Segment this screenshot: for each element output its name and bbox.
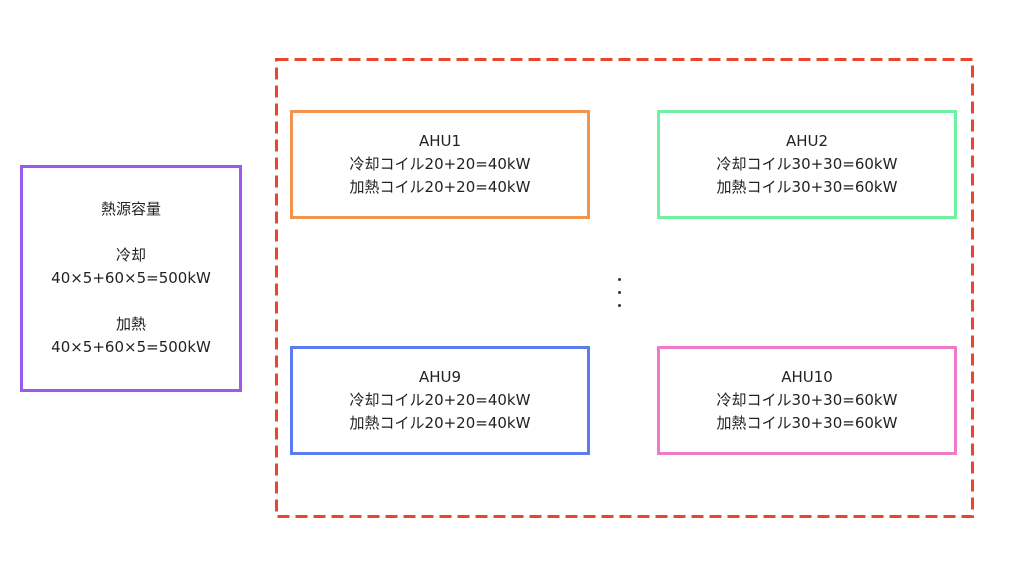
ellipsis-dot (617, 291, 621, 294)
ahu-group-container (275, 58, 974, 518)
ahu-cooling-coil: 冷却コイル30+30=60kW (716, 391, 898, 409)
ahu-name: AHU10 (781, 368, 833, 386)
cooling-label: 冷却 (115, 246, 146, 264)
ahu-cooling-coil: 冷却コイル20+20=40kW (349, 155, 531, 173)
ahu-name: AHU2 (785, 132, 829, 150)
heating-capacity-formula: 40×5+60×5=500kW (51, 338, 211, 356)
ahu-heating-coil: 加熱コイル20+20=40kW (349, 414, 531, 432)
cooling-capacity-formula: 40×5+60×5=500kW (51, 269, 211, 287)
ahu-heating-coil: 加熱コイル20+20=40kW (349, 178, 531, 196)
ahu-box-ahu2: AHU2 冷却コイル30+30=60kW 加熱コイル30+30=60kW (657, 110, 957, 219)
ahu-heating-coil: 加熱コイル30+30=60kW (716, 178, 898, 196)
ahu-box-ahu10: AHU10 冷却コイル30+30=60kW 加熱コイル30+30=60kW (657, 346, 957, 455)
ahu-box-ahu1: AHU1 冷却コイル20+20=40kW 加熱コイル20+20=40kW (290, 110, 590, 219)
ahu-name: AHU1 (418, 132, 462, 150)
ellipsis-dot (617, 278, 621, 281)
heat-source-title: 熱源容量 (100, 200, 161, 218)
heat-source-capacity-box: 熱源容量 冷却 40×5+60×5=500kW 加熱 40×5+60×5=500… (20, 165, 242, 392)
ahu-cooling-coil: 冷却コイル20+20=40kW (349, 391, 531, 409)
heating-label: 加熱 (115, 315, 146, 333)
ahu-group-dashed-border (275, 58, 974, 518)
ellipsis-dot (617, 304, 621, 307)
vertical-ellipsis (614, 278, 624, 317)
ahu-box-ahu9: AHU9 冷却コイル20+20=40kW 加熱コイル20+20=40kW (290, 346, 590, 455)
ahu-cooling-coil: 冷却コイル30+30=60kW (716, 155, 898, 173)
ahu-heating-coil: 加熱コイル30+30=60kW (716, 414, 898, 432)
ahu-name: AHU9 (418, 368, 462, 386)
